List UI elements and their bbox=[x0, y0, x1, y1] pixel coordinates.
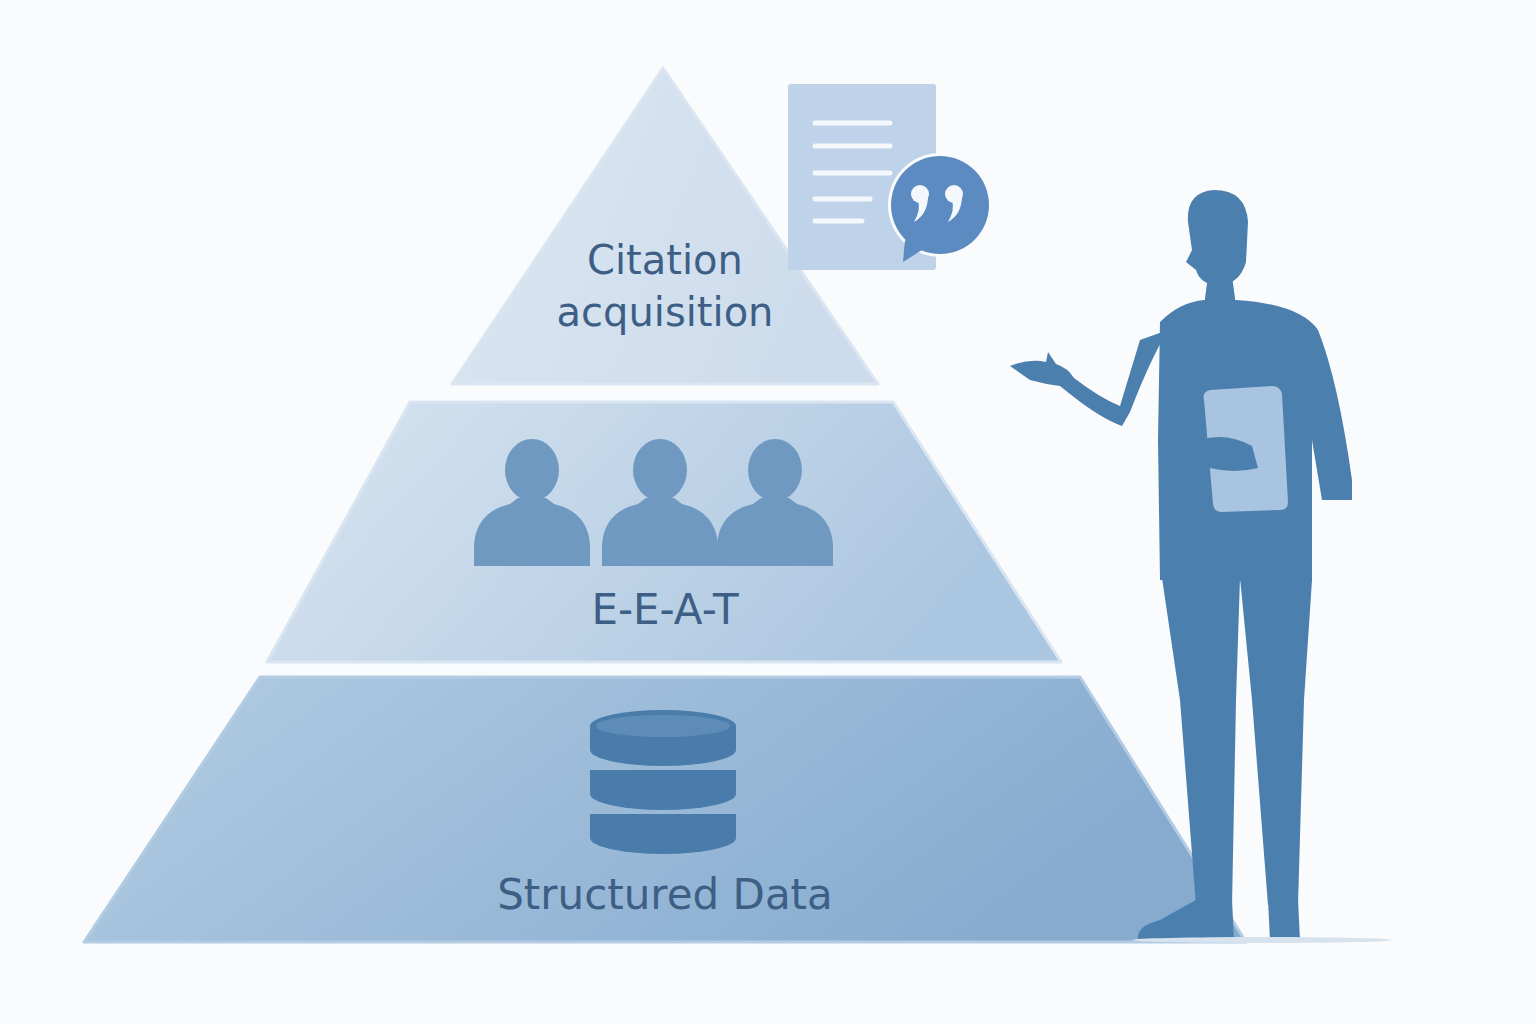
label-area: Citation acquisition bbox=[510, 216, 820, 356]
band-fill bbox=[267, 402, 1061, 662]
pyramid-bottom-band: Structured Data bbox=[82, 675, 1248, 945]
label-area: Structured Data bbox=[332, 855, 998, 935]
person-icon bbox=[602, 439, 718, 566]
pyramid-middle-band: E-E-A-T bbox=[265, 400, 1063, 664]
label-area: E-E-A-T bbox=[415, 570, 915, 650]
band-label: Citation acquisition bbox=[510, 234, 820, 338]
person-icon bbox=[474, 439, 590, 566]
ground-shadow bbox=[1132, 937, 1392, 943]
band-label: Structured Data bbox=[497, 868, 833, 923]
presenter-silhouette bbox=[1010, 190, 1352, 940]
band-fill bbox=[84, 677, 1246, 942]
hand bbox=[1200, 437, 1258, 471]
database-icon bbox=[590, 710, 736, 854]
quote-bubble bbox=[888, 153, 992, 262]
band-label: E-E-A-T bbox=[591, 583, 738, 638]
person-icon bbox=[717, 439, 833, 566]
